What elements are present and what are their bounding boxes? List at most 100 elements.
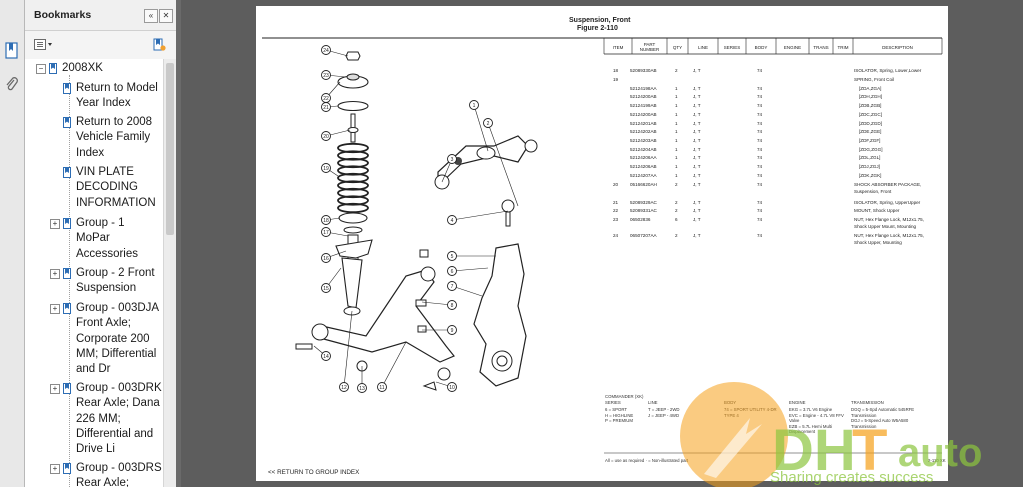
callout-bubble [321,351,331,361]
body-cell: 74 [757,173,763,178]
description-cell: [ZDL,ZGL] [859,155,881,160]
callout-leader [473,104,489,152]
bookmark-icon [63,268,71,279]
part-number-cell: 52089331AC [630,208,657,213]
new-bookmark-icon[interactable] [152,38,166,52]
legend-engine-entry: Valve [789,418,800,423]
qty-cell: 1 [675,155,678,160]
bookmark-label: 2008XK [62,61,154,76]
qty-cell: 2 [675,233,678,238]
line-cell: J, T [693,112,701,117]
item-cell: 22 [613,208,619,213]
page-number: 2-110 XK [928,458,946,463]
washer-part [415,299,427,307]
callout-leader [451,267,489,272]
collapse-panel-button[interactable]: « [144,9,158,23]
expand-toggle[interactable]: + [50,219,60,229]
item-cell: 18 [613,68,619,73]
bookmark-label-line: and Dr [76,363,111,376]
callout-bubble [321,215,331,225]
attachments-paperclip-icon[interactable] [4,76,20,94]
navigation-tool-strip [0,0,25,487]
item-cell: 20 [613,182,619,187]
expand-toggle[interactable]: + [50,464,60,474]
collapse-toggle[interactable]: − [36,64,46,74]
upper-mount-stud [346,73,360,81]
bookmarks-panel-icon[interactable] [4,42,20,60]
expand-toggle[interactable]: + [50,304,60,314]
callout-number: 19 [323,166,329,172]
bookmarks-scrollbar-thumb[interactable] [166,63,174,235]
body-cell: 74 [757,164,763,169]
body-cell: 74 [757,233,763,238]
expand-toggle[interactable]: + [50,384,60,394]
column-header: ENGINE [776,45,809,50]
qty-cell: 2 [675,208,678,213]
jounce-bumper-part [347,127,359,133]
bookmark-label-line: Year Index [76,97,131,110]
callout-bubble [321,163,331,173]
legend-trans-entry: Transmission [851,412,877,418]
close-panel-button[interactable]: ✕ [159,9,173,23]
bookmarks-scrollbar[interactable] [163,59,177,487]
upper-arm-bushing-rear [524,139,538,153]
description-cell: [ZDH,ZGH] [859,94,882,99]
callout-number: 16 [323,256,329,262]
callout-bubble [447,325,457,335]
bookmark-label-line: Group - 003DJA [76,302,160,314]
line-cell: J, T [693,217,701,222]
bookmark-icon [63,117,71,128]
bookmark-icon [63,383,71,394]
qty-cell: 2 [675,182,678,187]
clevis-bracket-part [341,257,363,309]
expand-toggle[interactable]: + [50,269,60,279]
legend-series-entry: 6 = SPORT [605,407,628,412]
callout-number: 7 [451,284,454,290]
legend-series-heading: SERIES [605,400,621,405]
column-header-line: ITEM [612,45,624,50]
bookmark-icon [49,63,57,74]
bookmark-icon [63,83,71,94]
callout-bubble [447,215,457,225]
lower-arm-bushing-rear [420,266,436,282]
bookmark-label-line: Drive Li [76,443,115,456]
description-cell: Shock Upper Mount, Mounting [854,223,917,229]
bookmark-label-line: Group - 003DRK [76,382,162,394]
description-cell: SHOCK ABSORBER PACKAGE, [854,182,922,187]
bookmark-label-line: Corporate 200 [76,332,150,345]
legend-trans-entry: DGJ = 5-Speed Auto W5A580 [851,418,909,423]
callout-bubble [321,45,331,55]
callout-number: 9 [451,328,454,334]
options-menu-icon[interactable] [34,39,54,51]
qty-cell: 6 [675,217,678,222]
callout-bubble [447,281,457,291]
legend-engine-entry: EZB = 5.7L Hemi Multi [789,423,832,429]
qty-cell: 1 [675,129,678,134]
legend-engine-heading: ENGINE [789,400,806,405]
line-cell: J, T [693,233,701,238]
line-cell: J, T [693,208,701,213]
bookmark-label-line: MM; Differential [76,347,157,360]
column-header: ITEM [604,45,632,50]
callout-number: 20 [323,134,329,140]
part-number-cell: 52124206AA [630,155,657,160]
column-header: QTY [667,45,688,50]
line-cell: J, T [693,121,701,126]
return-to-group-index-link[interactable]: << RETURN TO GROUP INDEX [268,469,360,476]
part-number-cell: 52124202AB [630,129,657,134]
bookmark-item[interactable]: − 2008XK [25,61,163,80]
upper-arm-mount [476,146,496,160]
panel-splitter[interactable] [176,0,181,487]
legend-line-entry: J = JEEP - 4WD [648,412,680,418]
bookmark-label-line: Rear Axle; Dana [76,397,160,410]
